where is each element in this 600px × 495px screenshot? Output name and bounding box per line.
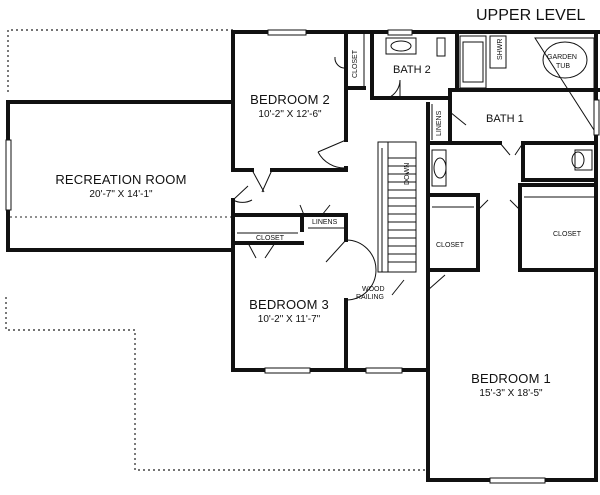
doors	[232, 56, 524, 301]
room-size-recreation: 20'-7" X 14'-1"	[89, 189, 153, 200]
room-name-bedroom1: BEDROOM 1	[471, 371, 551, 386]
windows	[5, 29, 600, 484]
bedroom1-closet-right-label: CLOSET	[553, 231, 582, 238]
bath2-label: BATH 2	[393, 64, 431, 76]
stair-treads	[381, 142, 416, 272]
stair-outline	[377, 141, 417, 273]
room-size-bedroom3: 10'-2" X 11'-7"	[258, 314, 321, 325]
railing-label-line1: WOOD	[362, 286, 385, 293]
bath-linens-label: LINENS	[436, 110, 443, 136]
roof-outline-top	[7, 29, 233, 95]
bedroom3-walls	[231, 213, 348, 372]
plan-title: UPPER LEVEL	[476, 7, 585, 24]
bedroom1-closet-left-label: CLOSET	[436, 242, 465, 249]
fixtures	[385, 35, 595, 187]
closet-left-walls	[426, 193, 480, 272]
room-name-recreation: RECREATION ROOM	[55, 172, 186, 187]
railing-label-line2: RAILING	[356, 294, 384, 301]
shower-label: SHWR	[497, 39, 504, 60]
garden-tub-label-line2: TUB	[556, 63, 570, 70]
bedroom3-closet-label: CLOSET	[256, 235, 285, 242]
bedroom2-bottom-wall	[270, 166, 348, 172]
closet-right-walls	[518, 183, 598, 272]
room-name-bedroom3: BEDROOM 3	[249, 297, 329, 312]
bedroom3-top-wall	[231, 213, 348, 242]
bath1-label: BATH 1	[486, 113, 524, 125]
garden-tub-label-line1: GARDEN	[547, 54, 577, 61]
railing-leader	[391, 279, 405, 296]
room-name-bedroom2: BEDROOM 2	[250, 92, 330, 107]
stair-direction-label: DOWN	[404, 163, 411, 185]
room-size-bedroom2: 10'-2" X 12'-6"	[258, 109, 322, 120]
bath2-walls	[370, 30, 459, 92]
bedroom2-closet-label: CLOSET	[352, 49, 359, 78]
room-size-bedroom1: 15'-3" X 18'-5"	[479, 388, 543, 399]
bedroom2-top-wall	[231, 30, 417, 100]
roof-outline-bottom	[5, 297, 430, 471]
hall-linens-label: LINENS	[312, 219, 338, 226]
bath1-vanity-wall	[521, 141, 598, 182]
